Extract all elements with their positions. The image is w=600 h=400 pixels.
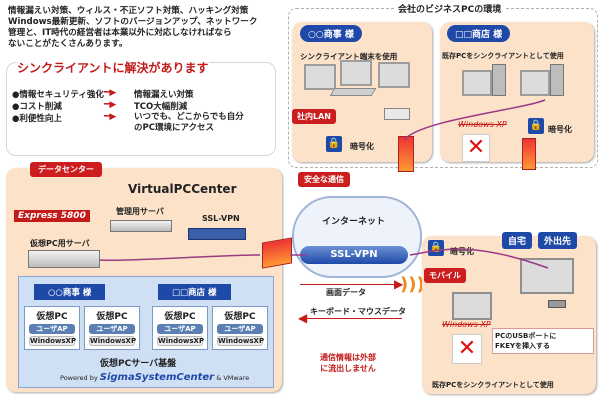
user-ap-label: ユーザAP [89,324,135,334]
home-caption: 既存PCをシンクライアントとして使用 [432,381,554,389]
vm-server-icon [28,250,100,268]
virtual-pc-card: 仮想PC ユーザAP WindowsXP [84,306,140,350]
mobile-tag: モバイル [424,268,466,283]
internet-cloud [292,196,422,278]
secure-tag: 安全な通信 [298,172,350,187]
arrow-right-icon: ━▶ [104,88,117,98]
winxp-crossed: Windows XP [458,120,507,129]
express-logo: Express 5800 [14,210,90,222]
vm-server-label: 仮想PC用サーバ [30,239,90,248]
firewall-icon [522,138,536,170]
arrow-right-icon: ▶ [394,277,404,291]
os-label: WindowsXP [29,336,77,346]
pc-monitor [462,70,492,96]
wireless-icon: ))) [400,274,425,295]
virtual-pc-card: 仮想PC ユーザAP WindowsXP [24,306,80,350]
pc-tower [492,64,506,96]
intro-text: 情報漏えい対策、ウィルス・不正ソフト対策、ハッキング対策 Windows最新更新… [8,6,258,49]
powered-by: Powered by SigmaSystemCenter & VMware [60,372,250,383]
pc-tower [550,64,564,96]
list-item: ●情報セキュリティ強化 ━▶ 情報漏えい対策 [12,88,194,100]
pc-monitor [520,70,550,96]
customer-tag: □□商店 様 [158,284,231,300]
list-item: ●コスト削減 ━▶ TCO大幅削減 [12,100,188,112]
keyboard [329,88,377,96]
office-left-caption: シンクライアント端末を使用 [300,52,398,61]
screen-data-arrow [300,284,400,295]
user-ap-label: ユーザAP [29,324,75,334]
encrypt-label: 暗号化 [548,125,572,134]
company-title: 会社のビジネスPCの環境 [395,2,505,15]
laptop-icon [452,292,492,320]
kbd-mouse-label: キーボード・マウスデータ [310,307,406,316]
vm-base-title: 仮想PCサーバ基盤 [100,359,177,369]
home-tag: 自宅 [502,232,533,249]
thin-client-monitor [304,64,336,90]
os-label: WindowsXP [217,336,265,346]
thin-client-monitor [378,62,410,88]
arrow-right-icon: ━▶ [104,100,117,110]
router [384,108,410,120]
user-ap-label: ユーザAP [217,324,263,334]
ssl-vpn-tube: SSL-VPN [300,246,408,264]
fkey-usb-icon [548,300,566,308]
solution-title: シンクライアントに解決があります [17,59,209,76]
internet-label: インターネット [322,217,386,227]
mgmt-server-icon [110,220,172,232]
encrypt-label: 暗号化 [350,142,374,151]
cross-mark-icon: ✕ [452,334,482,364]
sigma-logo: SigmaSystemCenter [99,372,215,383]
thin-client-monitor [340,60,372,86]
fkey-note: PCのUSBポートに FKEYを挿入する [492,328,594,354]
encrypt-label: 暗号化 [450,247,474,256]
office-right-caption: 既存PCをシンクライアントとして使用 [442,52,564,60]
lock-icon: 🔒 [528,118,544,134]
virtual-pc-card: 仮想PC ユーザAP WindowsXP [212,306,268,350]
solution-list: ●情報セキュリティ強化 ━▶ 情報漏えい対策 ●コスト削減 ━▶ TCO大幅削減… [12,88,272,136]
solution-box: シンクライアントに解決があります [6,59,276,156]
lock-icon: 🔒 [326,136,342,152]
office-right-tag: □□商店 様 [447,25,511,42]
user-ap-label: ユーザAP [157,324,203,334]
datacenter-title: VirtualPCCenter [128,182,237,196]
datacenter-tag: データセンター [30,162,102,177]
outside-tag: 外出先 [538,232,578,249]
arrow-left-icon: ◀ [298,311,308,325]
kbd-mouse-arrow [304,318,402,319]
screen-data-label: 画面データ [326,288,366,297]
arrow-right-icon: ━▶ [104,112,117,122]
cross-mark-icon: ✕ [462,134,490,162]
office-left-tag: ○○商事 様 [300,25,362,42]
os-label: WindowsXP [157,336,205,346]
lan-label: 社内LAN [292,109,336,124]
os-label: WindowsXP [89,336,137,346]
privacy-note: 通信情報は外部 に流出しません [320,353,376,373]
mgmt-server-label: 管理用サーバ [116,207,164,216]
lock-icon: 🔒 [428,240,444,256]
list-item: ●利便性向上 ━▶ いつでも、どこからでも自分 のPC環境にアクセス [12,112,272,136]
laptop-icon [520,258,574,294]
winxp-crossed: Windows XP [442,320,491,329]
firewall-icon [262,237,292,269]
virtual-pc-card: 仮想PC ユーザAP WindowsXP [152,306,208,350]
vpn-device-icon [188,228,246,240]
vpn-label: SSL-VPN [202,214,240,223]
customer-tag: ○○商事 様 [34,284,106,300]
firewall-icon [398,136,414,172]
